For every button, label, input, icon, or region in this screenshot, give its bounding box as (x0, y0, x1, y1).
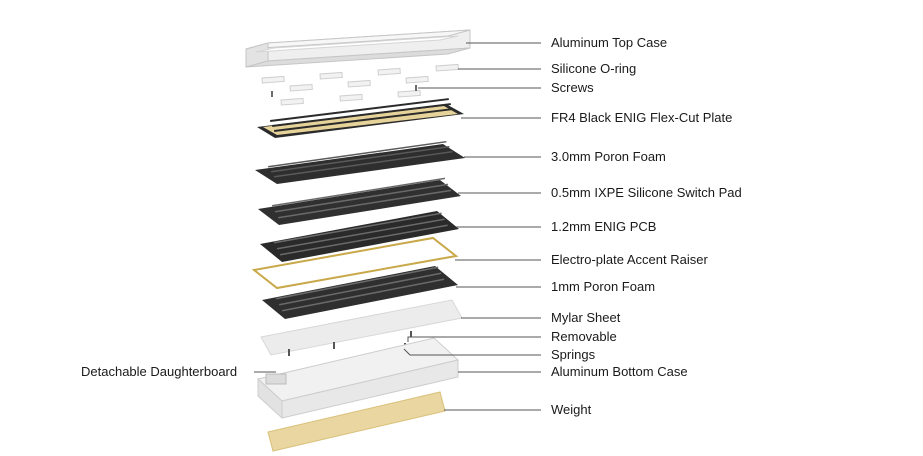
screws (271, 85, 417, 97)
label-weight: Weight (551, 402, 592, 417)
label-poron-1mm: 1mm Poron Foam (551, 279, 656, 294)
label-springs: Springs (551, 347, 596, 362)
label-bottom-case: Aluminum Bottom Case (551, 364, 688, 379)
accent-raiser (251, 236, 459, 290)
poron-foam-3mm (255, 140, 465, 184)
silicone-oring (261, 63, 459, 106)
label-switch-pad: 0.5mm IXPE Silicone Switch Pad (551, 185, 742, 200)
label-screws: Screws (551, 80, 594, 95)
label-plate: FR4 Black ENIG Flex-Cut Plate (551, 110, 733, 125)
label-oring: Silicone O-ring (551, 61, 637, 76)
poron-foam-1mm (262, 266, 458, 319)
leader-lines (254, 42, 541, 411)
weight (267, 391, 446, 452)
fr4-plate (257, 98, 464, 138)
label-mylar: Mylar Sheet (551, 310, 621, 325)
top-case (245, 29, 471, 68)
pcb (260, 211, 459, 262)
label-removable: Removable (551, 329, 617, 344)
bottom-case (256, 337, 460, 420)
label-top-case: Aluminum Top Case (551, 35, 668, 50)
label-raiser: Electro-plate Accent Raiser (551, 252, 708, 267)
ixpe-switch-pad (258, 177, 461, 225)
label-daughterboard: Detachable Daughterboard (81, 364, 238, 379)
label-pcb: 1.2mm ENIG PCB (551, 219, 657, 234)
label-poron-3mm: 3.0mm Poron Foam (551, 149, 666, 164)
